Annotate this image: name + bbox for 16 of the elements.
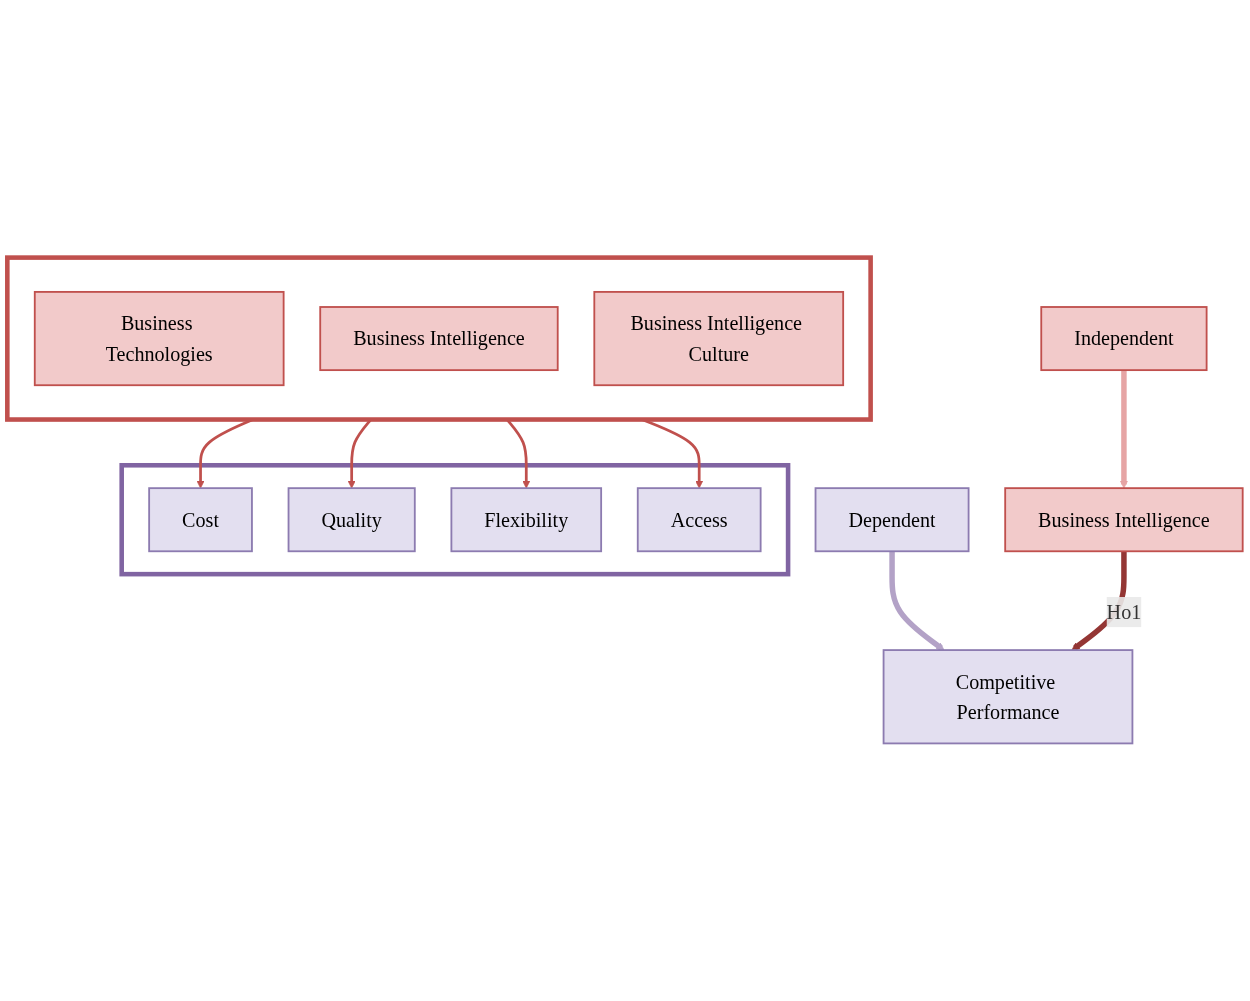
arrow: [889, 551, 945, 651]
node-box: Access: [636, 487, 762, 553]
edge-label: Ho1: [1106, 600, 1142, 624]
node-box: Business Technologies: [33, 291, 285, 387]
node-box: Cost: [148, 487, 253, 553]
cluster: [5, 255, 873, 422]
node-box: Business Intelligence: [319, 306, 559, 372]
cluster: [119, 463, 791, 577]
node-box: Business Intelligence: [1004, 487, 1244, 553]
arrow: [1119, 370, 1128, 489]
node-box: Quality: [287, 487, 416, 553]
node-box: Competitive Performance: [882, 649, 1134, 745]
node-box: Business Intelligence Culture: [593, 291, 845, 387]
node-box: Dependent: [814, 487, 970, 553]
node-box: Independent: [1040, 306, 1208, 372]
node-box: Flexibility: [450, 487, 603, 553]
